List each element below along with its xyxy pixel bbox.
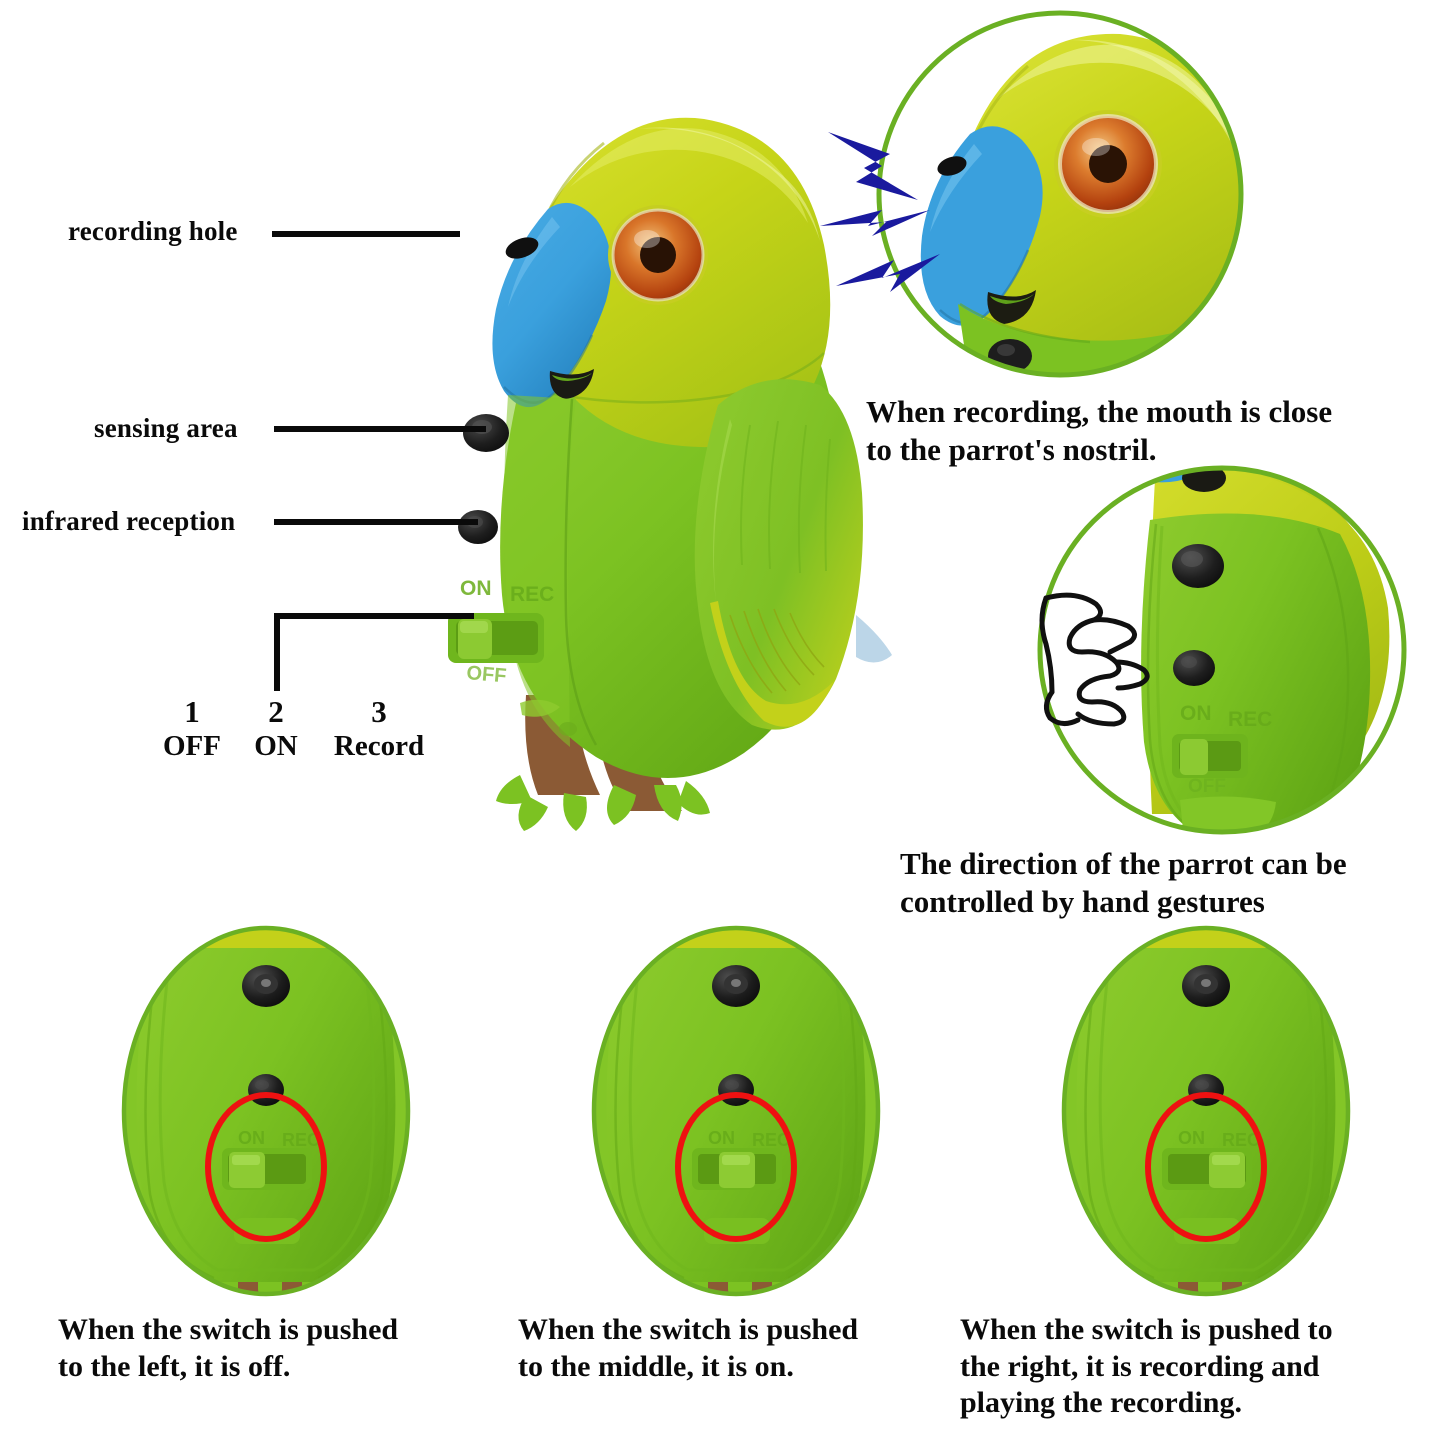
legend-number-2: 2	[268, 694, 284, 729]
switch-record-mid-sensor	[1188, 1074, 1224, 1106]
power-mode-switch[interactable]	[448, 613, 544, 663]
switch-state-inset-on: ON REC OFF	[556, 925, 916, 1297]
switch-off-molded-on: ON	[238, 1128, 265, 1148]
inset2-outline-circle	[1037, 465, 1407, 835]
label-recording-hole: recording hole	[68, 216, 238, 246]
legend-label-on: ON	[254, 730, 298, 762]
switch-off-caption: When the switch is pushed to the left, i…	[58, 1312, 490, 1385]
inset2-molded-off: OFF	[1188, 776, 1226, 797]
switch-off-caption-line1: When the switch is pushed	[58, 1313, 399, 1346]
recording-caption-line1: When recording, the mouth is close	[866, 394, 1333, 429]
switch-record-caption-line1: When the switch is pushed to	[960, 1313, 1333, 1346]
switch-on-caption: When the switch is pushed to the middle,…	[518, 1312, 950, 1385]
inset2-sensing-area-sensor	[1172, 544, 1224, 588]
leader-switch-horizontal	[274, 613, 474, 619]
switch-off-caption-line2: to the left, it is off.	[58, 1349, 291, 1383]
switch-on-mid-sensor	[718, 1074, 754, 1106]
switch-record-molded-on: ON	[1178, 1128, 1205, 1148]
switch-record-highlight-circle	[1145, 1092, 1267, 1242]
leader-recording-hole	[272, 231, 460, 237]
gesture-caption-line1: The direction of the parrot can be	[900, 846, 1347, 881]
legend-number-1: 1	[184, 694, 200, 729]
label-sensing-area: sensing area	[94, 413, 238, 443]
switch-on-illustration: ON REC OFF	[591, 925, 881, 1297]
leader-sensing-area	[274, 426, 486, 432]
switch-on-highlight-circle	[675, 1092, 797, 1242]
recording-closeup-illustration	[820, 10, 1244, 378]
parrot-illustration: ON REC OFF	[448, 117, 892, 831]
switch-record-slider[interactable]	[1162, 1148, 1252, 1190]
switch-on-slider[interactable]	[692, 1148, 782, 1190]
gesture-caption: The direction of the parrot can be contr…	[900, 845, 1445, 921]
recording-hole-port	[505, 237, 539, 259]
switch-on-molded-rec: REC	[752, 1130, 790, 1150]
switch-state-inset-off: ON REC OFF	[86, 925, 446, 1297]
hand-outline-icon	[1039, 592, 1150, 727]
inset2-infrared-sensor	[1173, 650, 1215, 686]
legend-position-2: 2 ON	[236, 695, 316, 763]
recording-closeup-inset	[820, 4, 1250, 386]
switch-record-caption-line2: the right, it is recording and	[960, 1349, 1320, 1383]
parrot-wing	[694, 379, 863, 730]
molded-on-text: ON	[460, 577, 492, 600]
recording-caption: When recording, the mouth is close to th…	[866, 393, 1445, 469]
switch-off-highlight-circle	[205, 1092, 327, 1242]
switch-off-outline	[121, 925, 411, 1297]
wing-feather-lines	[740, 420, 831, 574]
legend-label-record: Record	[333, 730, 425, 762]
switch-on-top-port	[712, 965, 760, 1007]
molded-rec-text: REC	[510, 583, 554, 606]
wing-tip-feathers	[710, 601, 834, 727]
switch-off-molded-rec: REC	[282, 1130, 320, 1150]
switch-record-caption: When the switch is pushed to the right, …	[960, 1312, 1430, 1422]
inset2-switch[interactable]	[1172, 734, 1248, 778]
switch-on-caption-line1: When the switch is pushed	[518, 1313, 859, 1346]
switch-on-outline	[591, 925, 881, 1297]
switch-record-outline	[1061, 925, 1351, 1297]
switch-on-caption-line2: to the middle, it is on.	[518, 1349, 794, 1383]
switch-off-mid-sensor	[248, 1074, 284, 1106]
sensing-area-sensor	[463, 414, 509, 452]
gesture-closeup-illustration: ON REC OFF	[1037, 465, 1407, 835]
leader-switch-vertical	[274, 613, 280, 691]
inset1-content	[879, 13, 1241, 375]
switch-record-caption-line3: playing the recording.	[960, 1386, 1242, 1420]
inset2-molded-rec: REC	[1228, 708, 1272, 731]
inset1-outline-circle	[876, 10, 1244, 378]
switch-record-top-port	[1182, 965, 1230, 1007]
switch-record-content: ON REC OFF	[1064, 928, 1348, 1294]
inset2-molded-on: ON	[1180, 702, 1212, 725]
leader-infrared-reception	[274, 519, 478, 525]
parrot-eye	[608, 205, 708, 305]
mouth-opening	[549, 369, 594, 399]
switch-off-illustration: ON REC OFF	[121, 925, 411, 1297]
switch-on-molded-on: ON	[708, 1128, 735, 1148]
gesture-closeup-inset: ON REC OFF	[1032, 462, 1442, 840]
main-parrot-figure: ON REC OFF	[400, 95, 920, 835]
switch-off-slider[interactable]	[222, 1148, 312, 1190]
legend-position-3: 3 Record	[318, 695, 440, 763]
legend-position-1: 1 OFF	[152, 695, 232, 763]
sound-waves-icon	[820, 132, 940, 292]
switch-record-illustration: ON REC OFF	[1061, 925, 1351, 1297]
legend-number-3: 3	[371, 694, 387, 729]
label-infrared-reception: infrared reception	[22, 506, 236, 536]
recording-caption-line2: to the parrot's nostril.	[866, 431, 1157, 467]
switch-off-top-port	[242, 965, 290, 1007]
switch-record-molded-rec: REC	[1222, 1130, 1260, 1150]
infrared-reception-sensor	[458, 510, 498, 544]
switch-state-inset-record: ON REC OFF	[1026, 925, 1386, 1297]
parrot-tail	[856, 615, 892, 663]
gesture-caption-line2: controlled by hand gestures	[900, 883, 1265, 919]
legend-label-off: OFF	[163, 730, 221, 762]
molded-off-text: OFF	[466, 662, 508, 687]
